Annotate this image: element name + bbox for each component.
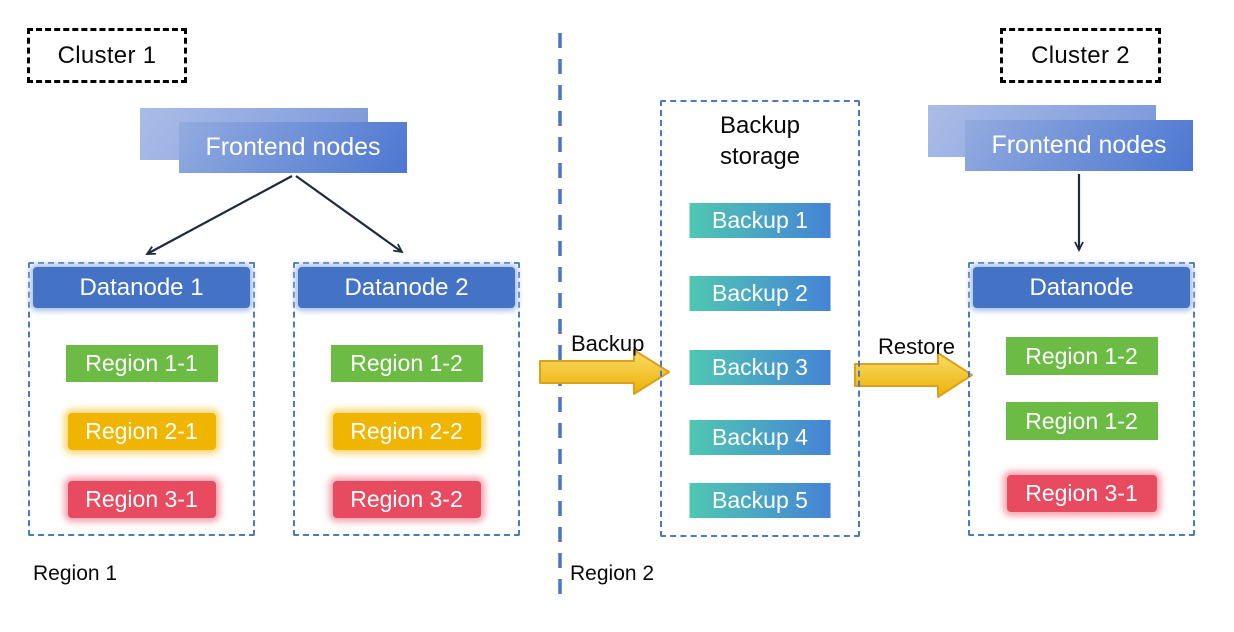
- frontend1-to-datanode2-arrow: [295, 175, 404, 254]
- backup-flow-label: Backup: [571, 331, 645, 356]
- cluster1-frontend-label: Frontend nodes: [205, 133, 381, 161]
- backup-item: Backup 1: [689, 203, 831, 238]
- datanode1-container: Datanode 1 Region 1-1 Region 2-1 Region …: [28, 262, 255, 536]
- backup-storage-container: Backup storage Backup 1 Backup 2 Backup …: [660, 100, 860, 537]
- backup-item: Backup 2: [689, 276, 831, 311]
- cluster1-label-box: Cluster 1: [27, 28, 187, 83]
- region2-footer-label: Region 2: [570, 562, 655, 585]
- cluster2-label-box: Cluster 2: [1000, 28, 1161, 83]
- cluster2-frontend-label: Frontend nodes: [991, 131, 1167, 159]
- cluster2-datanode-container: Datanode Region 1-2 Region 1-2 Region 3-…: [968, 262, 1195, 536]
- backup-item: Backup 4: [689, 420, 831, 455]
- backup-item: Backup 5: [689, 483, 831, 518]
- region-chip: Region 3-1: [1006, 475, 1157, 512]
- datanode2-title: Datanode 2: [344, 273, 469, 301]
- backup-storage-title-wrap: Backup storage: [662, 110, 858, 172]
- region-chip: Region 2-1: [67, 413, 216, 450]
- region-chip: Region 2-2: [332, 413, 481, 450]
- cluster1-label: Cluster 1: [57, 41, 157, 69]
- region1-footer-label: Region 1: [33, 562, 118, 585]
- cluster2-datanode-title: Datanode: [1029, 273, 1134, 301]
- region-chip: Region 1-2: [1005, 402, 1158, 440]
- cluster2-frontend-box: Frontend nodes: [965, 120, 1193, 171]
- cluster2-datanode-header: Datanode: [973, 267, 1190, 308]
- datanode2-header: Datanode 2: [298, 267, 515, 308]
- frontend1-to-datanode1-arrow: [145, 175, 293, 255]
- backup-item: Backup 3: [689, 350, 831, 385]
- cluster1-frontend-box: Frontend nodes: [179, 122, 407, 173]
- region-chip: Region 1-1: [65, 345, 218, 382]
- region-chip: Region 3-2: [332, 481, 481, 518]
- datanode1-title: Datanode 1: [79, 273, 204, 301]
- restore-flow-label: Restore: [878, 334, 956, 359]
- region-chip: Region 1-2: [1005, 337, 1158, 375]
- cluster2-label: Cluster 2: [1031, 41, 1130, 69]
- region-chip: Region 3-1: [67, 481, 216, 518]
- datanode2-container: Datanode 2 Region 1-2 Region 2-2 Region …: [293, 262, 520, 536]
- datanode1-header: Datanode 1: [33, 267, 250, 308]
- backup-storage-title: Backup storage: [719, 112, 801, 171]
- region-chip: Region 1-2: [330, 345, 483, 382]
